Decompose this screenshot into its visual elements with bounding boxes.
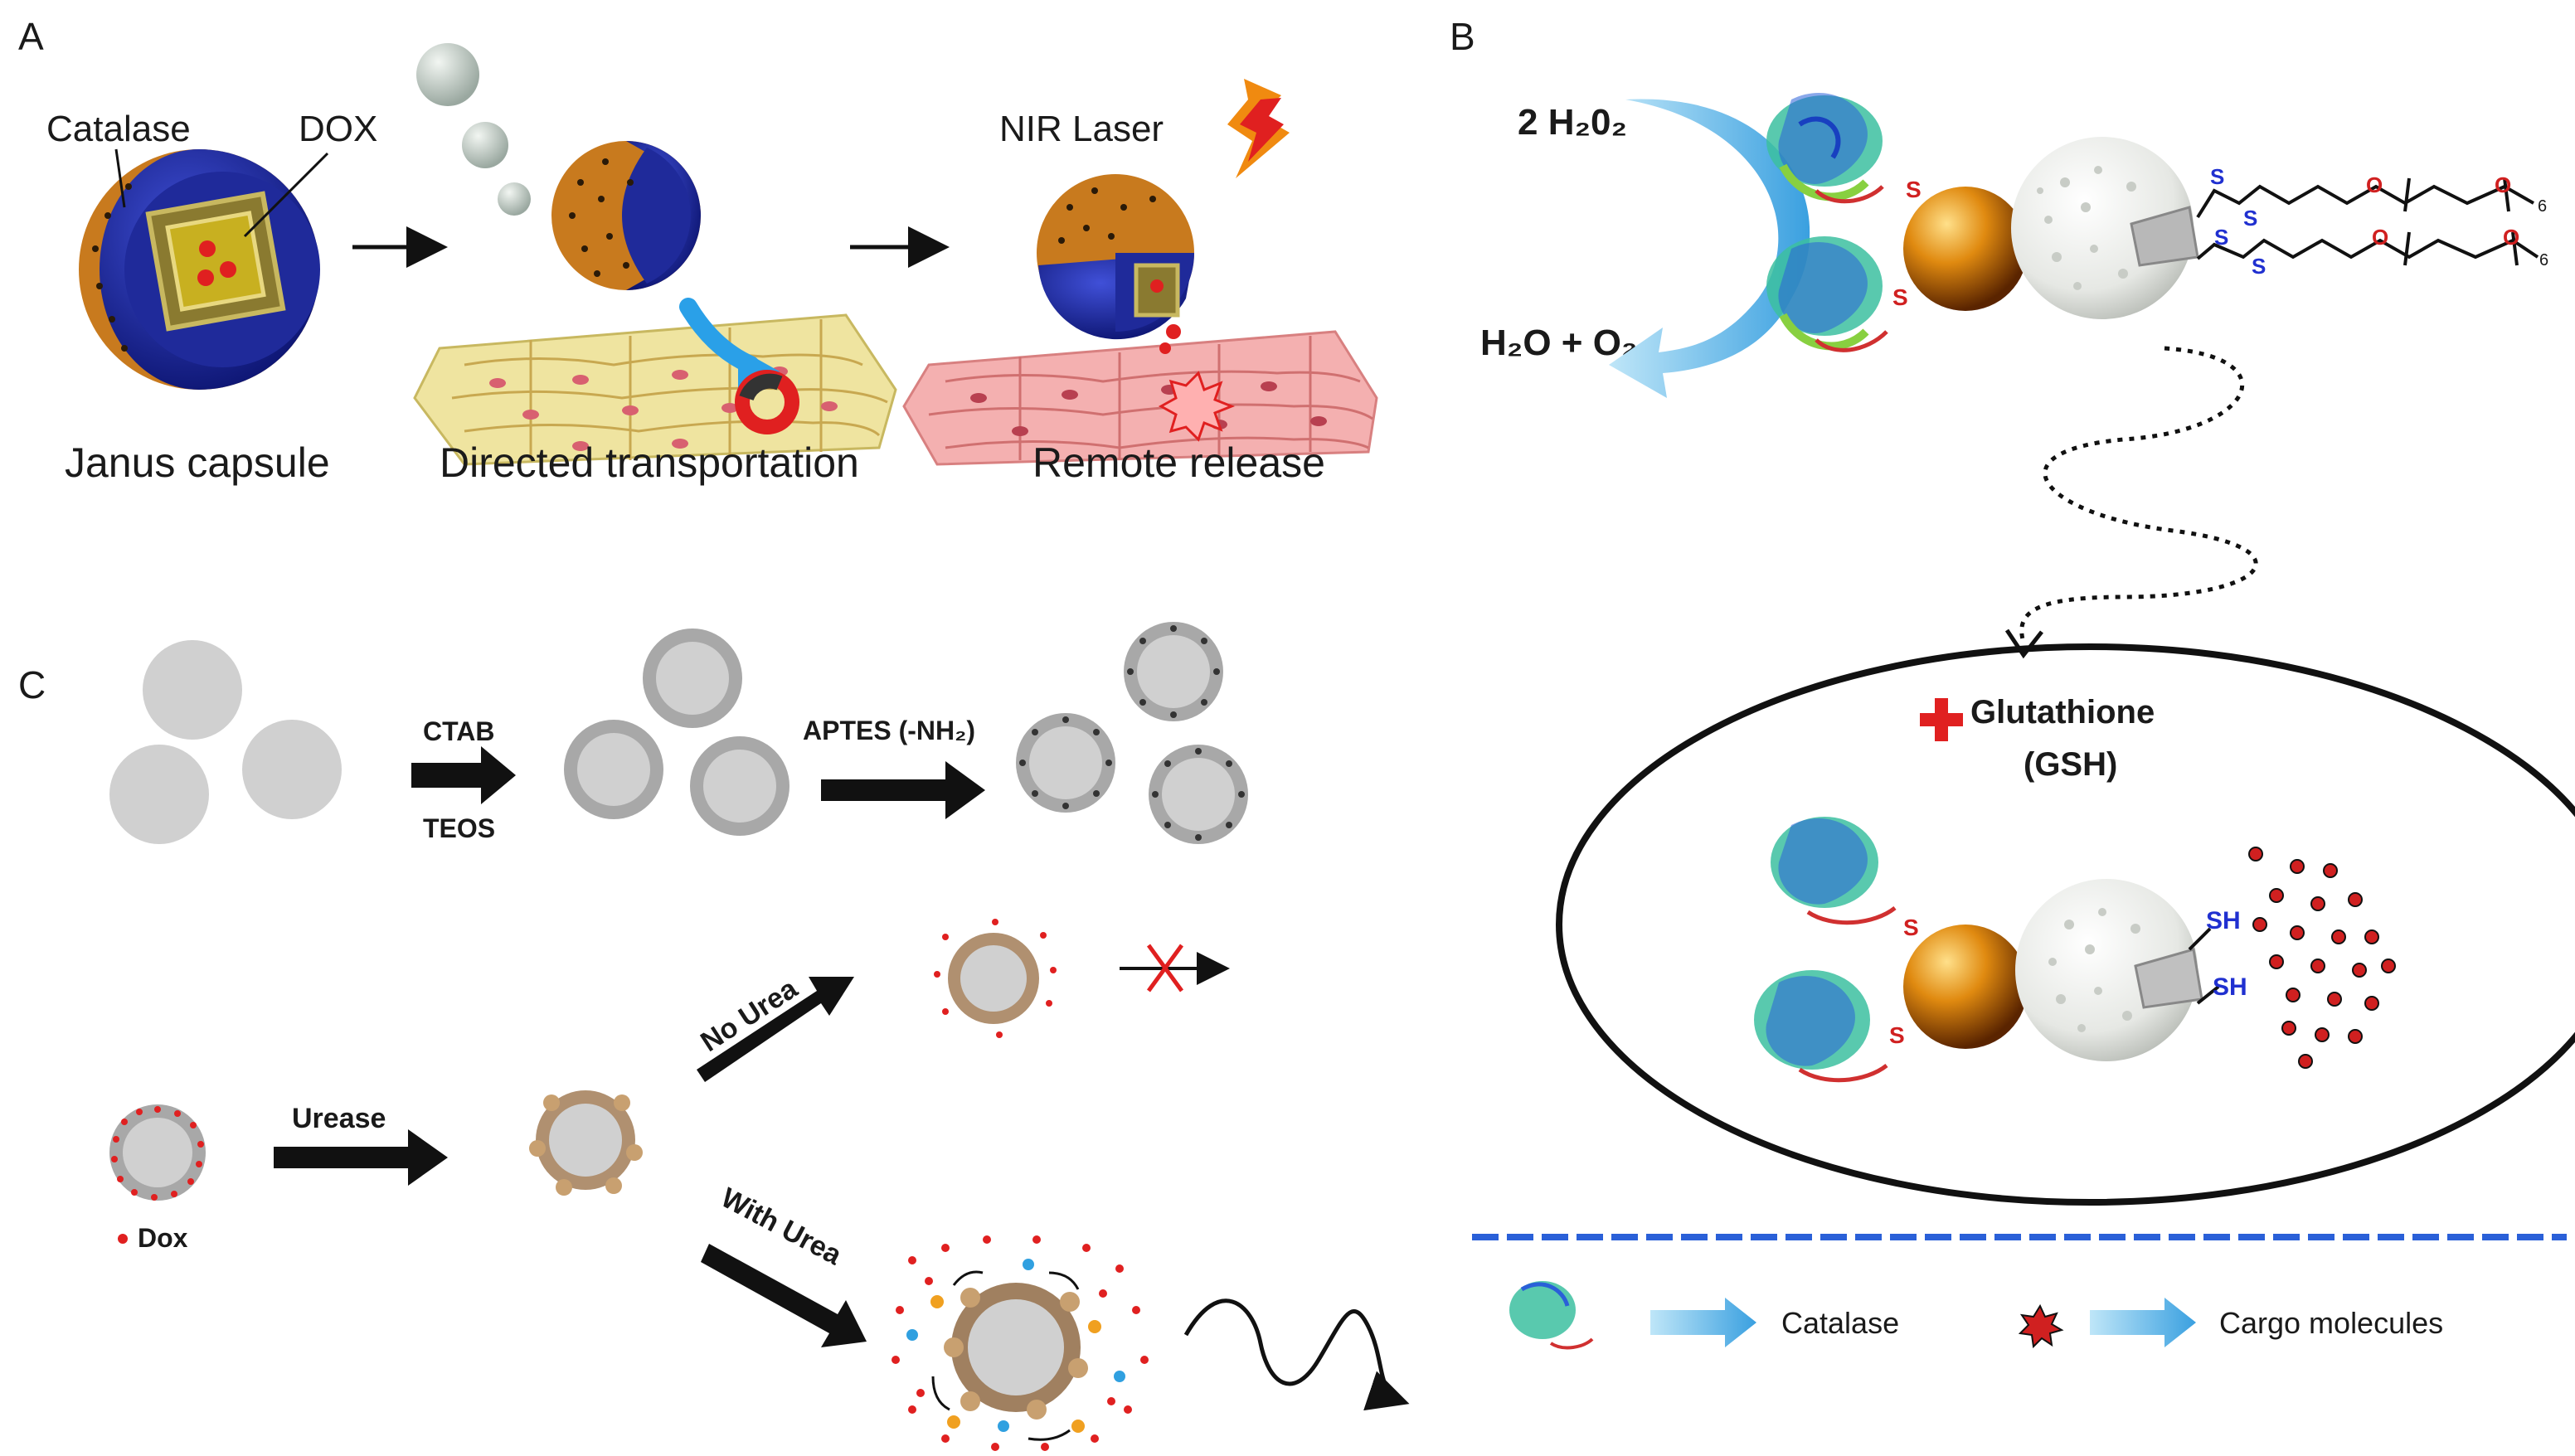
mesoporous-silica-sphere-released bbox=[2015, 879, 2203, 1061]
legend-cargo-label: Cargo molecules bbox=[2219, 1306, 2443, 1340]
gsh-label: (GSH) bbox=[2024, 746, 2117, 783]
svg-text:O: O bbox=[2366, 172, 2383, 197]
svg-text:S: S bbox=[2210, 164, 2224, 189]
sh-top-label: SH bbox=[2206, 907, 2241, 934]
intracellular-ellipse bbox=[1556, 643, 2575, 1206]
propelled-particle bbox=[892, 1235, 1149, 1451]
directed-transportation-label: Directed transportation bbox=[440, 439, 859, 486]
released-cargo-molecules bbox=[2248, 847, 2396, 1069]
svg-text:S: S bbox=[2214, 225, 2228, 250]
s-released-top-label: S bbox=[1903, 915, 1919, 940]
catalase-label: Catalase bbox=[46, 109, 191, 149]
svg-text:S: S bbox=[2243, 206, 2257, 231]
legend-catalase-arrow bbox=[1650, 1298, 1756, 1347]
mesoporous-shells bbox=[564, 629, 790, 836]
amine-functionalized-shells bbox=[1016, 622, 1248, 844]
dotted-path-arrow bbox=[2019, 346, 2258, 643]
red-x-icon bbox=[1146, 944, 1184, 993]
silica-cores bbox=[109, 640, 342, 844]
urease-coated-particle bbox=[529, 1090, 643, 1196]
svg-text:S: S bbox=[2252, 254, 2266, 279]
h2o-o2-label: H₂O + O₂ bbox=[1480, 323, 1637, 363]
remote-release-graphic bbox=[902, 79, 1378, 466]
ctab-label: CTAB bbox=[423, 716, 495, 746]
arrow-with-urea bbox=[701, 1244, 867, 1347]
dox-loaded-particle bbox=[109, 1104, 206, 1201]
gold-nanoparticle bbox=[1903, 187, 2028, 311]
panel-c-letter: C bbox=[18, 663, 46, 706]
janus-capsule-label: Janus capsule bbox=[65, 439, 330, 486]
glutathione-label: Glutathione bbox=[1970, 694, 2155, 730]
svg-text:O: O bbox=[2503, 225, 2519, 250]
legend-catalase-label: Catalase bbox=[1781, 1306, 1899, 1340]
urease-label: Urease bbox=[292, 1103, 386, 1134]
motion-squiggle bbox=[1183, 1298, 1410, 1411]
s-bottom-label: S bbox=[1892, 284, 1908, 310]
red-cross-icon bbox=[1920, 698, 1963, 741]
arrow-no-urea bbox=[697, 977, 854, 1082]
panel-b-letter: B bbox=[1450, 15, 1475, 58]
arrow-urease bbox=[274, 1129, 448, 1186]
dotted-path-arrowhead bbox=[2004, 629, 2043, 659]
gold-nanoparticle-released bbox=[1903, 925, 2028, 1049]
with-urea-label: With Urea bbox=[716, 1182, 848, 1271]
catalase-protein-top bbox=[1766, 92, 1884, 204]
arrow-ctab-teos bbox=[411, 746, 516, 804]
dox-label: DOX bbox=[299, 109, 377, 149]
legend-cargo-icon bbox=[2018, 1303, 2064, 1349]
remote-release-label: Remote release bbox=[1032, 439, 1325, 486]
svg-text:O: O bbox=[2372, 225, 2388, 250]
directed-transportation-graphic bbox=[413, 43, 897, 466]
mesoporous-silica-sphere bbox=[2011, 137, 2199, 319]
svg-text:O: O bbox=[2495, 172, 2511, 197]
s-top-label: S bbox=[1906, 177, 1922, 202]
panel-a-letter: A bbox=[18, 15, 44, 58]
dox-legend-label: Dox bbox=[138, 1223, 188, 1253]
h2o2-label: 2 H₂0₂ bbox=[1518, 102, 1627, 143]
stationary-particle bbox=[934, 919, 1057, 1038]
peg-heteroatom-labels: S S O O S S O O 6 6 bbox=[2210, 164, 2548, 279]
catalase-protein-bottom bbox=[1766, 236, 1888, 352]
janus-capsule-graphic bbox=[79, 149, 320, 390]
catalase-pointer bbox=[114, 148, 126, 208]
legend-cargo-arrow bbox=[2090, 1298, 2196, 1347]
dox-pointer bbox=[243, 152, 329, 238]
teos-label: TEOS bbox=[423, 813, 495, 843]
disulfide-peg-chains bbox=[2196, 177, 2539, 266]
sh-bonds bbox=[2188, 927, 2220, 1005]
legend-catalase-icon bbox=[1509, 1281, 1594, 1350]
aptes-label: APTES (-NH₂) bbox=[803, 716, 975, 745]
catalase-reaction-arrow bbox=[1609, 99, 1810, 398]
s-released-bottom-label: S bbox=[1889, 1022, 1905, 1048]
svg-text:6: 6 bbox=[2539, 251, 2548, 269]
svg-text:6: 6 bbox=[2538, 197, 2547, 216]
catalase-protein-released-bottom bbox=[1754, 970, 1888, 1083]
arrow-aptes bbox=[821, 761, 985, 819]
dox-legend-dot bbox=[118, 1234, 128, 1244]
nir-laser-label: NIR Laser bbox=[999, 109, 1164, 149]
sh-bottom-label: SH bbox=[2213, 973, 2247, 1001]
catalase-protein-released-top bbox=[1771, 817, 1897, 925]
